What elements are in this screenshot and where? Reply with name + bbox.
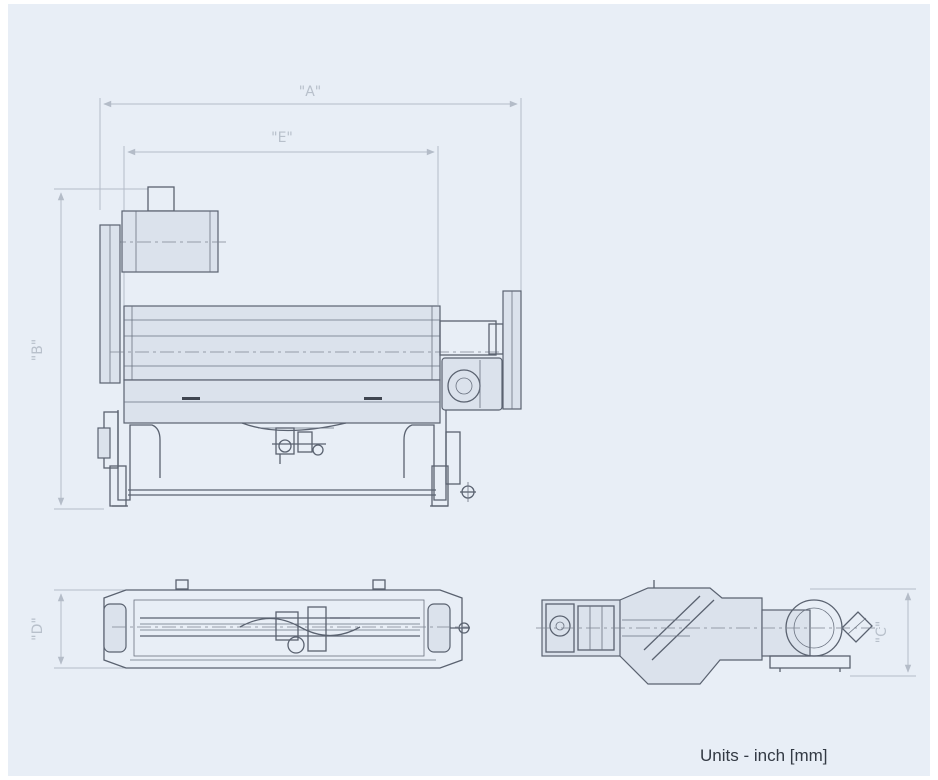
- units-note: Units - inch [mm]: [700, 746, 828, 765]
- top-view: [103, 579, 470, 669]
- dimension-c: "C": [810, 588, 916, 677]
- dimension-b: "B": [30, 188, 148, 510]
- side-view: [536, 580, 880, 685]
- dimension-e-label: "E": [271, 130, 293, 146]
- dimension-b-label: "B": [30, 339, 46, 361]
- dimension-e: "E": [123, 130, 439, 305]
- dimension-a: "A": [99, 84, 522, 292]
- front-view: [97, 186, 522, 507]
- dimension-c-label: "C": [874, 621, 890, 644]
- dimension-d: "D": [30, 589, 128, 669]
- dimension-a-label: "A": [299, 84, 321, 100]
- dimension-d-label: "D": [30, 617, 46, 641]
